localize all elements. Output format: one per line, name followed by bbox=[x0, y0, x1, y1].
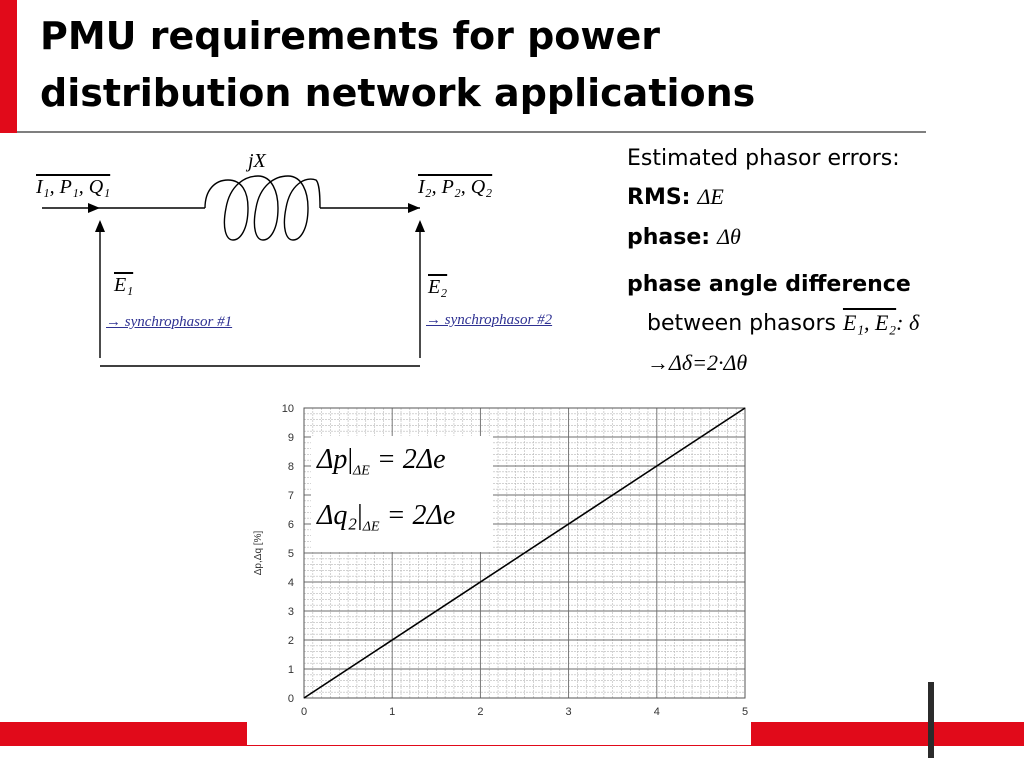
y-tick-label: 10 bbox=[282, 403, 294, 415]
phase-label: phase: bbox=[627, 225, 711, 250]
right-synchrophasor-label: → synchrophasor #2 bbox=[426, 312, 553, 328]
y-tick-label: 4 bbox=[288, 577, 294, 589]
x-tick-label: 4 bbox=[654, 706, 660, 718]
y-tick-label: 7 bbox=[288, 490, 294, 502]
title-line-2: distribution network applications bbox=[40, 71, 756, 115]
left-accent-bar bbox=[0, 0, 17, 133]
logo-mark bbox=[928, 682, 934, 758]
delta-symbol: : δ bbox=[896, 310, 920, 335]
y-tick-label: 1 bbox=[288, 664, 294, 676]
title-divider bbox=[17, 131, 926, 133]
y-tick-label: 3 bbox=[288, 606, 294, 618]
rms-line: RMS: ΔE bbox=[627, 184, 724, 210]
bottom-chart-gap bbox=[247, 722, 751, 745]
title-line-1: PMU requirements for power bbox=[40, 14, 661, 58]
x-tick-label: 0 bbox=[301, 706, 307, 718]
reactance-label: jX bbox=[248, 150, 266, 172]
equation-dq: Δq₂|ΔE = 2Δe bbox=[317, 500, 456, 535]
equation-dq-sub: ΔE bbox=[362, 519, 380, 535]
equation-dq-main: Δq₂ bbox=[317, 500, 358, 531]
y-tick-label: 5 bbox=[288, 548, 294, 560]
left-current-arrowhead bbox=[88, 203, 100, 213]
rms-label: RMS: bbox=[627, 185, 691, 210]
equation-dq-rhs: = 2Δe bbox=[386, 500, 456, 531]
left-voltage-label: E₁ bbox=[114, 274, 134, 296]
y-tick-label: 9 bbox=[288, 432, 294, 444]
equation-dp-sub: ΔE bbox=[353, 463, 370, 479]
phase-angle-difference-label: phase angle difference bbox=[627, 272, 911, 297]
equation-box: Δp|ΔE = 2Δe Δq₂|ΔE = 2Δe bbox=[311, 436, 493, 552]
series-line bbox=[303, 407, 746, 699]
phase-symbol: Δθ bbox=[717, 224, 741, 249]
x-tick-label: 1 bbox=[389, 706, 395, 718]
circuit-diagram bbox=[42, 175, 425, 367]
right-voltage-label: E₂ bbox=[428, 276, 448, 298]
x-tick-label: 2 bbox=[477, 706, 483, 718]
y-axis-label: Δp,Δq [%] bbox=[253, 531, 264, 576]
phase-line: phase: Δθ bbox=[627, 224, 741, 250]
right-current-arrowhead bbox=[408, 203, 420, 213]
estimated-errors-heading: Estimated phasor errors: bbox=[627, 146, 900, 171]
right-terminal-label: I₂, P₂, Q₂ bbox=[418, 176, 493, 198]
left-voltage-arrowhead bbox=[95, 220, 105, 232]
x-tick-label: 3 bbox=[566, 706, 572, 718]
between-phasors-text: between phasors bbox=[647, 311, 836, 336]
left-terminal-label: I₁, P₁, Q₁ bbox=[36, 176, 111, 198]
right-voltage-arrowhead bbox=[415, 220, 425, 232]
equation-dp-rhs: = 2Δe bbox=[376, 444, 446, 475]
equation-dp: Δp|ΔE = 2Δe bbox=[317, 444, 446, 479]
left-synchrophasor-label: → synchrophasor #1 bbox=[106, 314, 233, 330]
x-tick-label: 5 bbox=[742, 706, 748, 718]
equation-dp-main: Δp bbox=[317, 444, 348, 475]
between-phasors-line: between phasors E₁, E₂: δ bbox=[647, 310, 919, 336]
y-tick-label: 6 bbox=[288, 519, 294, 531]
y-tick-label: 0 bbox=[288, 693, 294, 705]
delta-relation: →Δδ=2·Δθ bbox=[647, 350, 748, 375]
reactance-coil bbox=[204, 175, 321, 241]
rms-symbol: ΔE bbox=[697, 184, 724, 209]
y-tick-label: 2 bbox=[288, 635, 294, 647]
plot-frame bbox=[303, 407, 746, 699]
slide-title: PMU requirements for power distribution … bbox=[40, 8, 900, 122]
y-tick-label: 8 bbox=[288, 461, 294, 473]
phasors-symbol: E₁, E₂ bbox=[842, 310, 897, 335]
